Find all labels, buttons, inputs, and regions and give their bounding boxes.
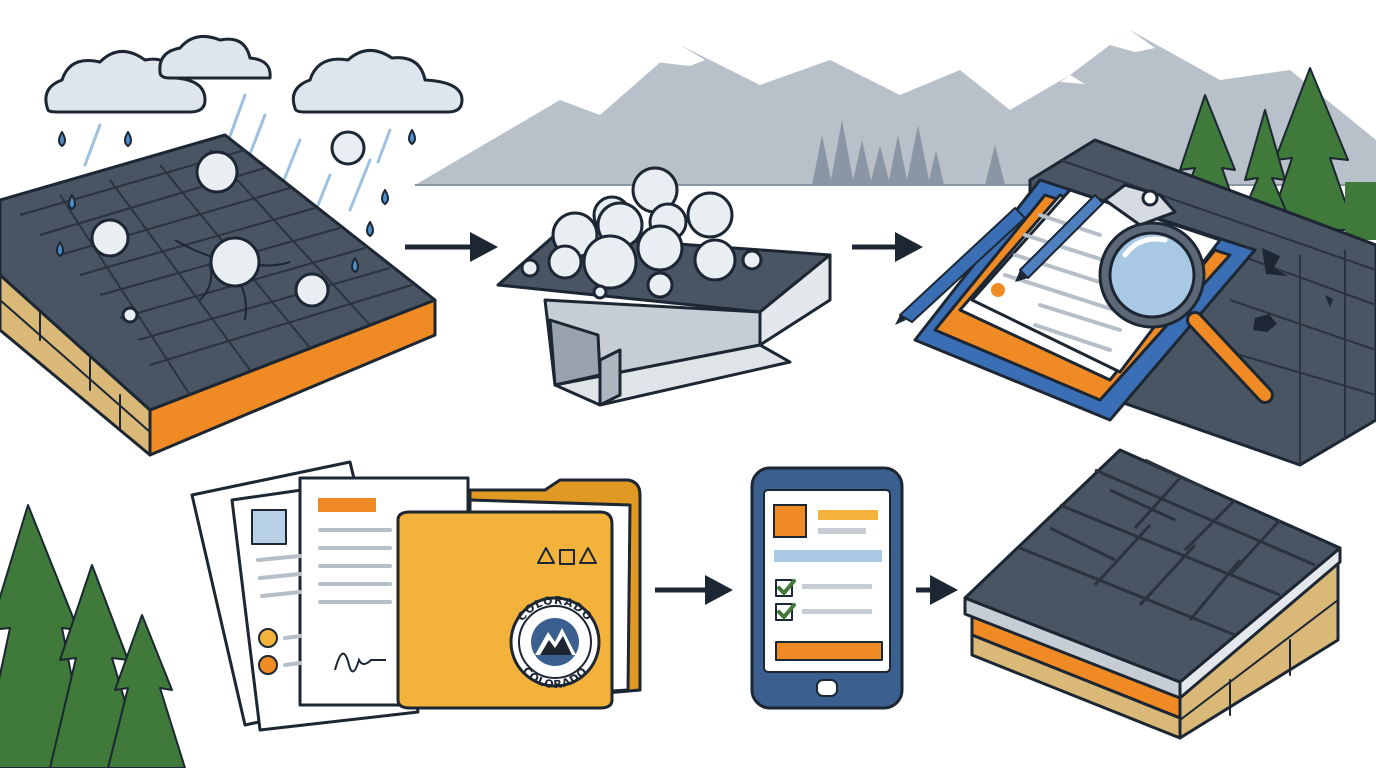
arrow-right-icon [655,575,733,605]
pine-tree-icon [0,504,186,768]
inspection-clipboard-icon [895,67,1376,467]
hail-storm-roof-icon [0,34,464,457]
claim-documents-folder-icon: COLORADO COLORADO [190,460,642,732]
cloud-icon [44,34,464,114]
hail-in-gutter-icon [496,166,832,407]
magnifying-glass-icon [1098,221,1274,404]
arrow-right-icon [852,232,923,262]
colorado-seal-icon: COLORADO COLORADO [509,594,601,691]
phone-checklist-icon [750,466,904,710]
arrow-right-icon [405,232,498,262]
new-roof-icon [963,448,1342,740]
pen-icon [895,194,1104,325]
arrow-right-icon [916,575,958,605]
